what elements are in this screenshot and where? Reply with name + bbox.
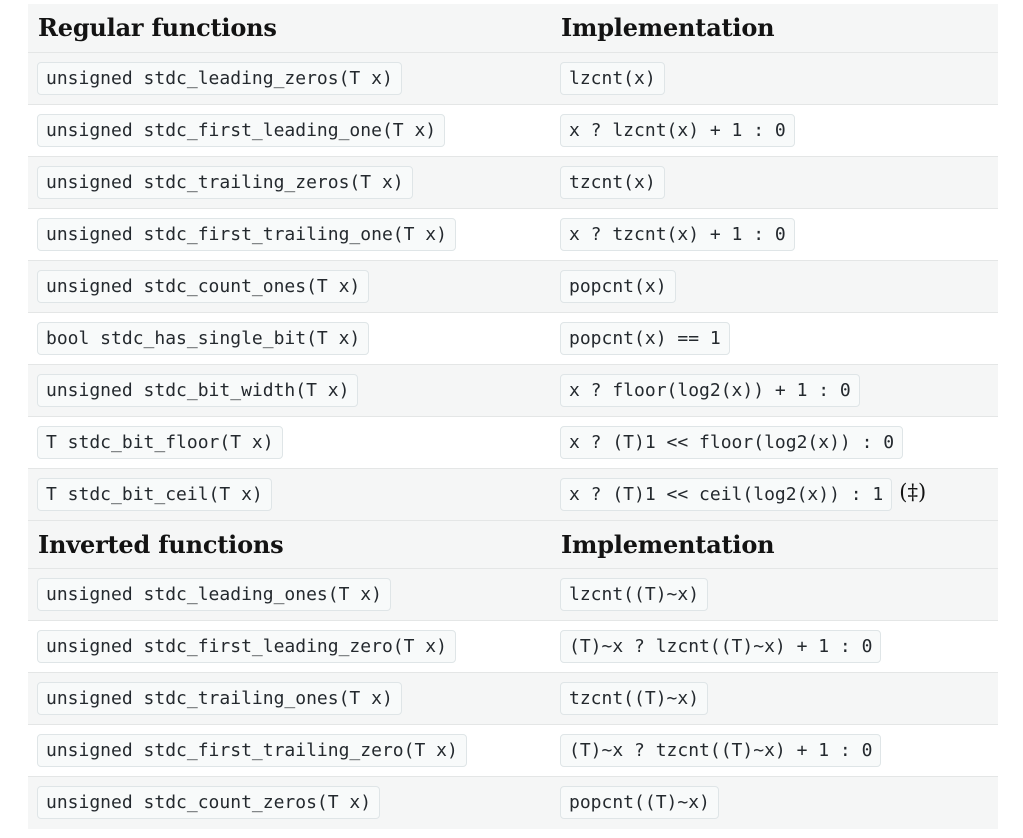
function-signature-code: unsigned stdc_first_trailing_one(T x) [37, 217, 456, 251]
table-row: bool stdc_has_single_bit(T x) popcnt(x) … [28, 312, 998, 364]
implementation-code: tzcnt(x) [560, 165, 665, 199]
table-header-row: Inverted functions Implementation [28, 520, 998, 569]
function-signature-code: unsigned stdc_trailing_ones(T x) [37, 682, 402, 715]
implementation-code: tzcnt((T)~x) [560, 682, 709, 715]
table-row: unsigned stdc_trailing_zeros(T x) tzcnt(… [28, 156, 998, 208]
footnote-marker: (‡) [899, 479, 927, 504]
regular-functions-table: Regular functions Implementation unsigne… [28, 4, 998, 521]
table-row: unsigned stdc_count_zeros(T x) popcnt((T… [28, 776, 998, 829]
implementation-code: x ? tzcnt(x) + 1 : 0 [560, 217, 795, 251]
implementation-code: x ? (T)1 << ceil(log2(x)) : 1 [560, 477, 893, 511]
function-signature-code: unsigned stdc_count_ones(T x) [37, 269, 370, 303]
table-row: unsigned stdc_leading_ones(T x) lzcnt((T… [28, 568, 998, 621]
table-row: unsigned stdc_count_ones(T x) popcnt(x) [28, 260, 998, 312]
implementation-code: lzcnt((T)~x) [560, 578, 709, 611]
implementation-code: x ? floor(log2(x)) + 1 : 0 [560, 373, 860, 407]
implementation-code: x ? lzcnt(x) + 1 : 0 [560, 113, 795, 147]
function-signature-code: unsigned stdc_first_leading_zero(T x) [37, 630, 456, 663]
function-signature-code: bool stdc_has_single_bit(T x) [37, 321, 370, 355]
function-signature-code: T stdc_bit_ceil(T x) [37, 477, 272, 511]
implementation-code: popcnt((T)~x) [560, 786, 719, 820]
table-row: T stdc_bit_floor(T x) x ? (T)1 << floor(… [28, 416, 998, 468]
function-signature-code: unsigned stdc_first_leading_one(T x) [37, 113, 446, 147]
table-row: unsigned stdc_first_trailing_zero(T x) (… [28, 724, 998, 777]
implementation-code: popcnt(x) [560, 269, 676, 303]
function-signature-code: unsigned stdc_bit_width(T x) [37, 373, 359, 407]
implementation-code: (T)~x ? lzcnt((T)~x) + 1 : 0 [560, 630, 882, 663]
table-row: unsigned stdc_first_trailing_one(T x) x … [28, 208, 998, 260]
table-row: unsigned stdc_first_leading_one(T x) x ?… [28, 104, 998, 156]
function-signature-code: unsigned stdc_first_trailing_zero(T x) [37, 734, 467, 767]
table-row: unsigned stdc_bit_width(T x) x ? floor(l… [28, 364, 998, 416]
table-row: unsigned stdc_first_leading_zero(T x) (T… [28, 620, 998, 673]
table-row: unsigned stdc_leading_zeros(T x) lzcnt(x… [28, 52, 998, 104]
table-row: T stdc_bit_ceil(T x) x ? (T)1 << ceil(lo… [28, 468, 998, 520]
column-header-implementation: Implementation [561, 529, 775, 559]
implementation-code: lzcnt(x) [560, 61, 665, 95]
column-header-implementation: Implementation [561, 13, 775, 43]
function-signature-code: unsigned stdc_leading_zeros(T x) [37, 61, 402, 95]
table-row: unsigned stdc_trailing_ones(T x) tzcnt((… [28, 672, 998, 725]
column-header-regular-functions: Regular functions [38, 13, 277, 43]
function-signature-code: unsigned stdc_leading_ones(T x) [37, 578, 391, 611]
implementation-code: x ? (T)1 << floor(log2(x)) : 0 [560, 425, 904, 459]
implementation-code: (T)~x ? tzcnt((T)~x) + 1 : 0 [560, 734, 882, 767]
column-header-inverted-functions: Inverted functions [38, 529, 284, 559]
function-signature-code: T stdc_bit_floor(T x) [37, 425, 283, 459]
function-signature-code: unsigned stdc_count_zeros(T x) [37, 786, 381, 820]
table-header-row: Regular functions Implementation [28, 4, 998, 52]
implementation-code: popcnt(x) == 1 [560, 321, 730, 355]
inverted-functions-table: Inverted functions Implementation unsign… [28, 520, 998, 829]
function-signature-code: unsigned stdc_trailing_zeros(T x) [37, 165, 413, 199]
